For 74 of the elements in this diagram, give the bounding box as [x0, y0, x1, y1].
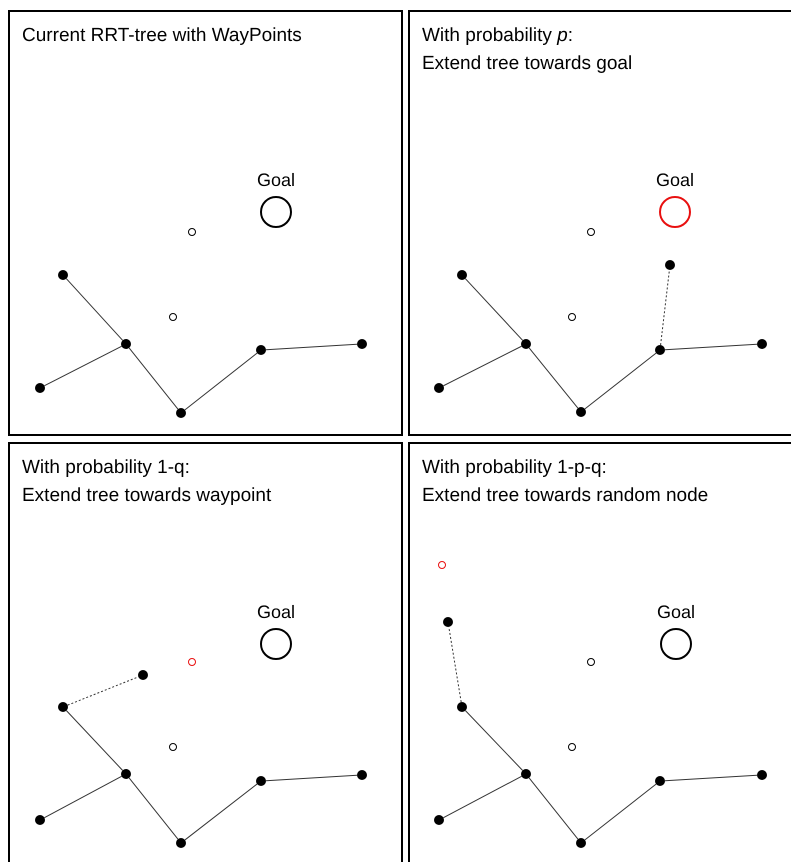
tree-edge: [66, 710, 124, 771]
tree-edge: [664, 344, 758, 350]
waypoint-marker: [568, 313, 576, 321]
tree-edge: [442, 346, 522, 386]
panel: [8, 10, 403, 436]
tree-node: [357, 770, 367, 780]
waypoint-marker: [169, 313, 177, 321]
tree-edge: [660, 269, 670, 346]
tree-edge: [448, 626, 462, 703]
panel: [8, 442, 403, 862]
tree-edge: [44, 346, 122, 386]
panel-title: Extend tree towards goal: [422, 52, 632, 76]
waypoint-marker: [568, 743, 576, 751]
tree-node: [457, 270, 467, 280]
tree-edge: [266, 774, 358, 782]
tree-edge: [67, 676, 139, 706]
tree-node: [357, 339, 367, 349]
goal-label: Goal: [654, 169, 696, 191]
tree-node: [176, 408, 186, 418]
tree-node: [121, 339, 131, 349]
tree-edge: [44, 776, 122, 818]
panel-title: Extend tree towards random node: [422, 484, 708, 508]
panel-title: Current RRT-tree with WayPoints: [22, 24, 302, 48]
tree-node: [576, 407, 586, 417]
tree-edge: [442, 776, 522, 818]
tree-edge: [528, 347, 578, 409]
tree-node: [35, 383, 45, 393]
tree-node: [665, 260, 675, 270]
tree-node: [576, 838, 586, 848]
tree-node: [443, 617, 453, 627]
waypoint-marker: [188, 228, 196, 236]
tree-node: [121, 769, 131, 779]
tree-node: [176, 838, 186, 848]
tree-node: [35, 815, 45, 825]
tree-node: [256, 345, 266, 355]
tree-node: [138, 670, 148, 680]
tree-edge: [528, 777, 578, 840]
tree-node: [757, 339, 767, 349]
tree-edge: [584, 784, 657, 840]
tree-edge: [128, 347, 178, 410]
goal-label: Goal: [256, 601, 296, 623]
goal-label: Goal: [656, 601, 696, 623]
tree-node: [655, 345, 665, 355]
tree-edge: [464, 278, 524, 341]
tree-node: [521, 769, 531, 779]
tree-edge: [184, 352, 258, 410]
tree-node: [434, 815, 444, 825]
panel-title: With probability 1-q:: [22, 456, 190, 480]
panel: [408, 442, 791, 862]
tree-edge: [184, 784, 258, 840]
tree-node: [256, 776, 266, 786]
panel-title: With probability 1-p-q:: [422, 456, 607, 480]
panel: [408, 10, 791, 436]
tree-edge: [66, 278, 124, 341]
tree-edge: [266, 344, 358, 350]
tree-edge: [664, 774, 758, 782]
tree-node: [655, 776, 665, 786]
tree-node: [58, 270, 68, 280]
goal-label: Goal: [256, 169, 296, 191]
tree-node: [457, 702, 467, 712]
sample-point: [438, 561, 446, 569]
waypoint-marker: [587, 228, 595, 236]
panel-title: Extend tree towards waypoint: [22, 484, 272, 508]
tree-node: [521, 339, 531, 349]
tree-node: [434, 383, 444, 393]
tree-node: [757, 770, 767, 780]
sample-point: [188, 658, 196, 666]
waypoint-marker: [169, 743, 177, 751]
tree-edge: [128, 777, 178, 840]
panel-title: With probability p:: [422, 24, 574, 48]
tree-edge: [464, 710, 524, 771]
tree-node: [58, 702, 68, 712]
tree-edge: [584, 352, 657, 410]
waypoint-marker: [587, 658, 595, 666]
